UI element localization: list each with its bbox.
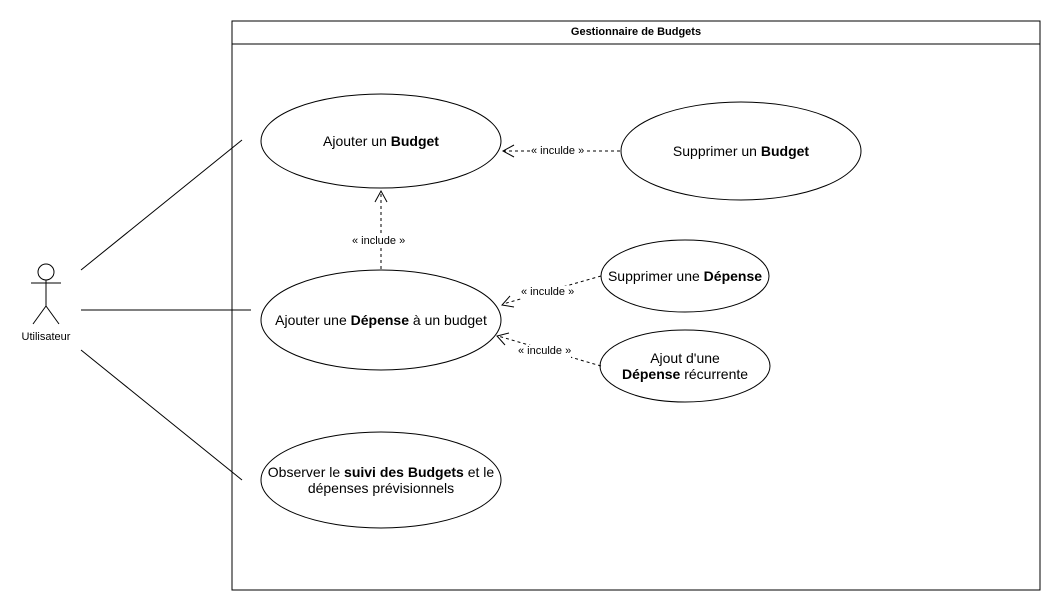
system-title: Gestionnaire de Budgets (570, 26, 702, 38)
arrowhead-ajouter-budget-bottom (374, 189, 388, 203)
include-label-ajouter-depense: « include » (352, 235, 406, 248)
usecase-supprimer-budget[interactable]: Supprimer un Budget (622, 102, 860, 200)
actor-label: Utilisateur (21, 331, 71, 343)
usecase-supprimer-depense[interactable]: Supprimer une Dépense (601, 240, 769, 312)
include-label-recurrente: « inculde » (518, 345, 572, 358)
usecase-ajouter-depense[interactable]: Ajouter une Dépense à un budget (262, 270, 500, 370)
usecase-label-pre: Ajouter une (275, 312, 351, 328)
usecase-observer-suivi[interactable]: Observer le suivi des Budgets et le dépe… (262, 432, 500, 528)
arrowhead-ajouter-budget-right (501, 144, 515, 158)
system-boundary (231, 20, 1041, 591)
arrowhead-ajouter-depense-upper (501, 295, 515, 308)
usecase-ajouter-depense-shape (260, 269, 502, 371)
actor-figure (31, 263, 61, 325)
usecase-ajouter-budget[interactable]: Ajouter un Budget (262, 94, 500, 188)
usecase-supprimer-budget-shape (620, 101, 862, 201)
usecase-label-bold: Budget (390, 133, 439, 149)
usecase-label-bold: Budget (760, 143, 810, 159)
usecase-label-line2: dépenses prévisionnels (307, 480, 455, 496)
include-label-supprimer-budget: « inculde » (531, 145, 585, 158)
usecase-label-bold: Dépense (621, 366, 681, 382)
usecase-label-post: récurrente (680, 366, 749, 382)
usecase-ajouter-budget-shape (260, 93, 502, 189)
usecase-label-pre: Supprimer une (607, 268, 704, 284)
usecase-label-line1: Ajout d'une (650, 350, 720, 366)
usecase-label-pre: Observer le (267, 464, 345, 480)
usecase-label-bold: Dépense (350, 312, 409, 328)
include-label-supprimer-depense: « inculde » (521, 286, 575, 299)
usecase-label-pre: Supprimer un (672, 143, 761, 159)
usecase-observer-suivi-shape (260, 431, 502, 529)
usecase-label-pre: Ajouter un (323, 133, 391, 149)
usecase-label-post: à un budget (409, 312, 487, 328)
usecase-label-bold: Dépense (703, 268, 763, 284)
association-ajouter-budget (80, 139, 243, 271)
association-observer-suivi (80, 349, 243, 481)
usecase-label-bold: suivi des Budgets (344, 464, 464, 480)
usecase-ajout-recurrente[interactable]: Ajout d'une Dépense récurrente (600, 330, 770, 402)
usecase-label-post: et le (463, 464, 495, 480)
arrowhead-ajouter-depense-lower (496, 332, 510, 346)
